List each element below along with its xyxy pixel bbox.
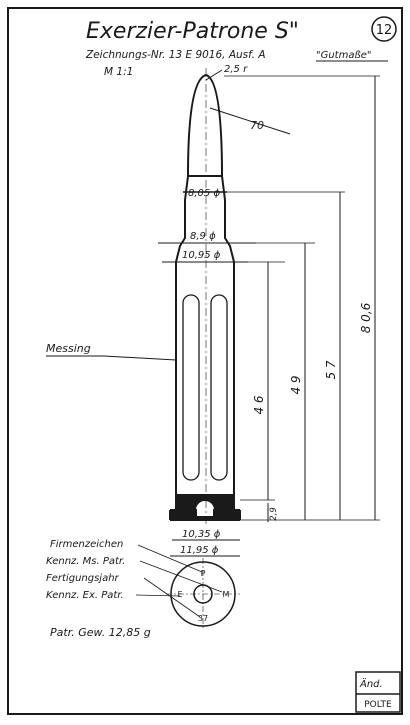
tip-radius-label: 2,5 r xyxy=(224,64,248,75)
drawing-title: Exerzier-Patrone S" xyxy=(86,19,299,44)
base-inner-diameter-label: 10,35 ϕ xyxy=(182,529,221,540)
sheet-number: 12 xyxy=(376,23,393,38)
drawing-number: Zeichnungs-Nr. 13 E 9016, Ausf. A xyxy=(85,49,266,61)
label-year: Fertigungsjahr xyxy=(46,573,120,584)
sheet-number-circle xyxy=(371,16,397,42)
sheet-border xyxy=(7,7,403,715)
length-dimension-lines xyxy=(267,76,376,522)
length-57-label: 5 7 xyxy=(324,360,338,379)
revision-label: Änd. xyxy=(359,677,383,690)
dimension-standard: "Gutmaße" xyxy=(316,50,372,61)
base-mark-e: E xyxy=(177,590,182,599)
base-outer-diameter-label: 11,95 ϕ xyxy=(180,545,219,556)
base-label-leaders xyxy=(135,544,223,618)
base-mark-m: M xyxy=(223,590,230,599)
base-mark-p: P xyxy=(201,569,206,578)
rim-thickness-label: 2,9 xyxy=(269,507,279,521)
overall-length-label: 8 0,6 xyxy=(359,302,373,333)
label-maker-mark: Firmenzeichen xyxy=(50,539,123,550)
neck-diameter-label: 8,05 ϕ xyxy=(188,188,220,199)
cartridge-weight: Patr. Gew. 12,85 g xyxy=(50,626,151,639)
length-46-label: 4 6 xyxy=(252,395,266,414)
maker-label: POLTE xyxy=(364,700,392,710)
material-label: Messing xyxy=(46,342,91,355)
cartridge-base-band xyxy=(176,494,234,510)
primer-pocket xyxy=(197,506,213,516)
extension-lines xyxy=(224,75,380,521)
base-mark-year: 37 xyxy=(198,614,208,623)
ogive-radius-line xyxy=(209,107,291,135)
material-leader xyxy=(103,355,177,361)
revision-box xyxy=(355,671,401,713)
label-ms-patr: Kennz. Ms. Patr. xyxy=(46,556,125,567)
label-ex-patr: Kennz. Ex. Patr. xyxy=(46,590,124,601)
tip-radius-leader xyxy=(205,69,223,81)
shoulder-diameter-label: 8,9 ϕ xyxy=(190,231,216,242)
cartridge-flutes xyxy=(182,294,228,481)
length-49-label: 4 9 xyxy=(289,375,303,394)
cartridge-side-view xyxy=(169,73,241,521)
scale-label: M 1:1 xyxy=(104,66,133,78)
ogive-radius-label: 70 xyxy=(250,119,264,132)
body-diameter-label: 10,95 ϕ xyxy=(182,250,221,261)
